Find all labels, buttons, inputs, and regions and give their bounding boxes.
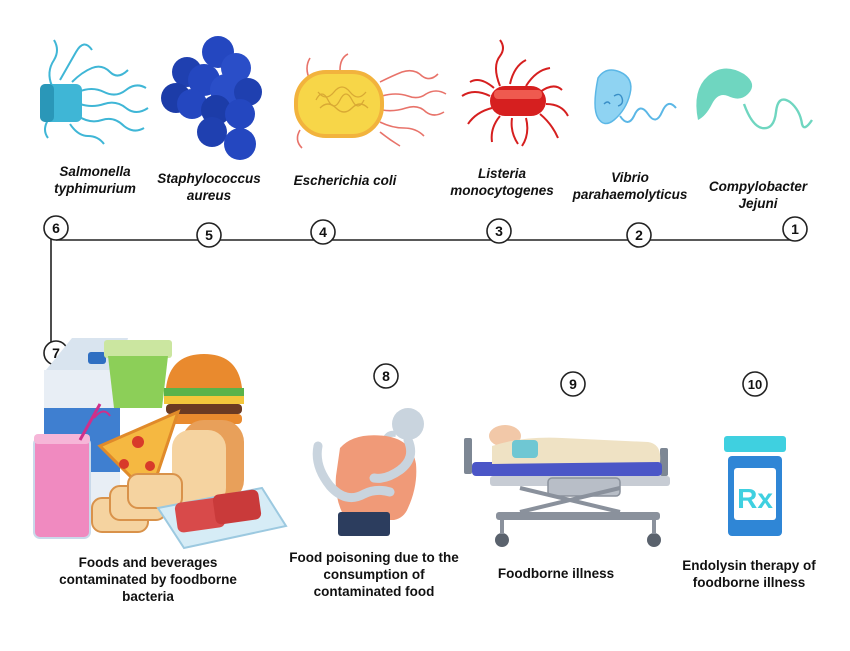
step-node-5: 5 (196, 222, 222, 248)
staphylococcus-bacterium-icon (161, 36, 262, 160)
salmonella-bacterium-icon (40, 39, 149, 145)
step-node-9: 9 (560, 371, 586, 397)
step-number-2: 2 (635, 227, 643, 243)
step-node-3: 3 (486, 218, 512, 244)
campylobacter-bacterium-icon (696, 68, 813, 130)
step-number-1: 1 (791, 221, 799, 237)
step-number-6: 6 (52, 220, 60, 236)
hospital-bed-patient-icon (464, 425, 670, 547)
step-number-3: 3 (495, 223, 503, 239)
step-number-9: 9 (569, 376, 577, 392)
step-node-1: 1 (782, 216, 808, 242)
vibrio-label: Vibrio parahaemolyticus (572, 170, 688, 202)
step-node-6: 6 (43, 215, 69, 241)
food-poisoning-label: Food poisoning due to the consumption of… (289, 550, 459, 599)
foods-beverages-icon (33, 338, 288, 550)
food-poisoning-person-icon (312, 408, 424, 536)
step-number-10: 10 (748, 377, 762, 392)
campylobacter-label: Compylobacter Jejuni (708, 179, 808, 211)
vibrio-bacterium-icon (594, 69, 677, 125)
step-node-2: 2 (626, 222, 652, 248)
foods-beverages-label: Foods and beverages contaminated by food… (59, 555, 237, 604)
salmonella-label: Salmonella typhimurium (54, 164, 136, 196)
ecoli-label: Escherichia coli (293, 173, 397, 188)
step-node-4: 4 (310, 219, 336, 245)
step-number-8: 8 (382, 368, 390, 384)
step-number-5: 5 (205, 227, 213, 243)
step-number-7: 7 (52, 345, 60, 361)
foodborne-illness-label: Foodborne illness (497, 566, 615, 581)
endolysin-therapy-label: Endolysin therapy of foodborne illness (682, 558, 816, 590)
listeria-bacterium-icon (461, 39, 569, 147)
rx-symbol: Rx (737, 483, 773, 514)
listeria-label: Listeria monocytogenes (450, 166, 554, 198)
step-number-4: 4 (319, 224, 327, 240)
ecoli-bacterium-icon (294, 53, 447, 149)
step-node-8: 8 (373, 363, 399, 389)
staphylococcus-label: Staphylococcus aureus (157, 171, 261, 203)
step-node-10: 10 (742, 371, 768, 397)
rx-prescription-bottle-icon: Rx (724, 436, 786, 536)
